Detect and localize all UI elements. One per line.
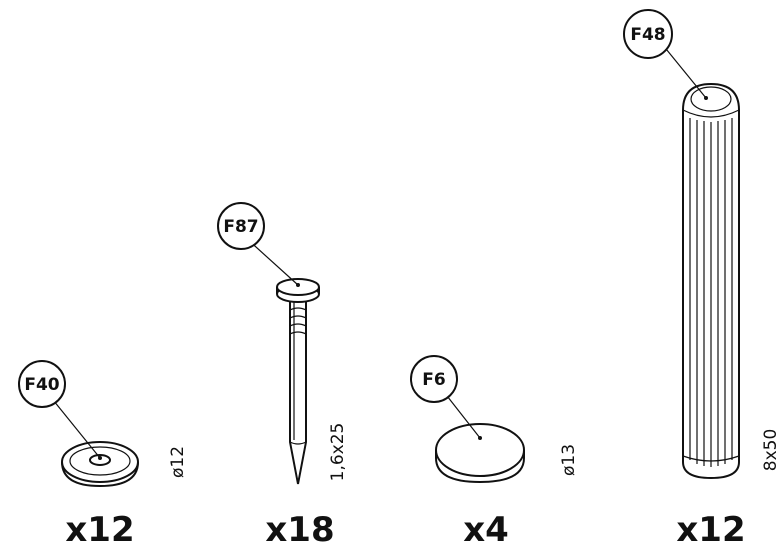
part-code-badge: F40 xyxy=(18,360,66,408)
part-code-badge: F87 xyxy=(217,202,265,250)
quantity-label: x18 xyxy=(265,510,334,549)
quantity-label: x4 xyxy=(463,510,509,549)
part-f6: F6 ø13 x4 xyxy=(410,355,579,549)
svg-text:F87: F87 xyxy=(223,217,258,237)
quantity-label: x12 xyxy=(676,510,745,549)
dimension-label: ø12 xyxy=(168,446,188,478)
svg-text:F6: F6 xyxy=(422,370,445,390)
dimension-label: 8x50 xyxy=(761,429,781,472)
part-f48: F48 8x50 x12 xyxy=(623,9,781,549)
part-code-badge: F6 xyxy=(410,355,458,403)
quantity-label: x12 xyxy=(65,510,134,549)
washer-icon xyxy=(61,441,139,488)
dimension-label: 1,6x25 xyxy=(328,423,348,482)
dimension-label: ø13 xyxy=(559,444,579,476)
part-f40: F40 ø12 x12 xyxy=(18,360,188,549)
part-code-badge: F48 xyxy=(623,9,673,59)
leader-line xyxy=(661,43,707,99)
svg-text:F40: F40 xyxy=(24,375,59,395)
leader-line xyxy=(245,237,299,286)
svg-text:F48: F48 xyxy=(630,25,665,45)
cap-icon xyxy=(435,423,525,484)
part-f87: F87 1,6x25 x18 xyxy=(217,202,348,549)
nail-icon xyxy=(276,278,320,485)
dowel-icon xyxy=(682,82,740,480)
